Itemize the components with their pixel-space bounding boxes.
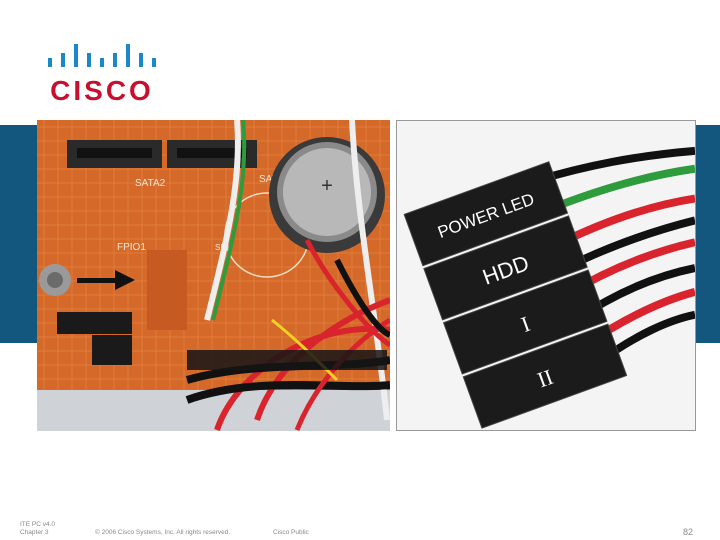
board-label-sata2: SATA2 (135, 178, 166, 189)
board-label-fpio1: FPIO1 (117, 242, 146, 253)
front-panel-connector-photo: POWER LED HDD I II (396, 120, 696, 431)
svg-text:+: + (321, 175, 333, 197)
accent-band-left (0, 125, 38, 343)
footer-course-info: ITE PC v4.0 Chapter 3 (20, 521, 55, 537)
accent-band-right (695, 125, 720, 343)
cisco-logo: CISCO (48, 44, 156, 104)
cisco-bridge-icon (48, 44, 156, 67)
page-number: 82 (683, 527, 694, 537)
cisco-wordmark: CISCO (50, 75, 154, 104)
footer-copyright: © 2006 Cisco Systems, Inc. All rights re… (95, 529, 231, 536)
motherboard-front-panel-photo: SATA2 SATA1 FPIO1 SP1 + (37, 120, 390, 431)
footer-chapter: Chapter 3 (20, 529, 49, 536)
footer-classification: Cisco Public (273, 529, 309, 536)
footer-course-title: ITE PC v4.0 (20, 521, 56, 528)
